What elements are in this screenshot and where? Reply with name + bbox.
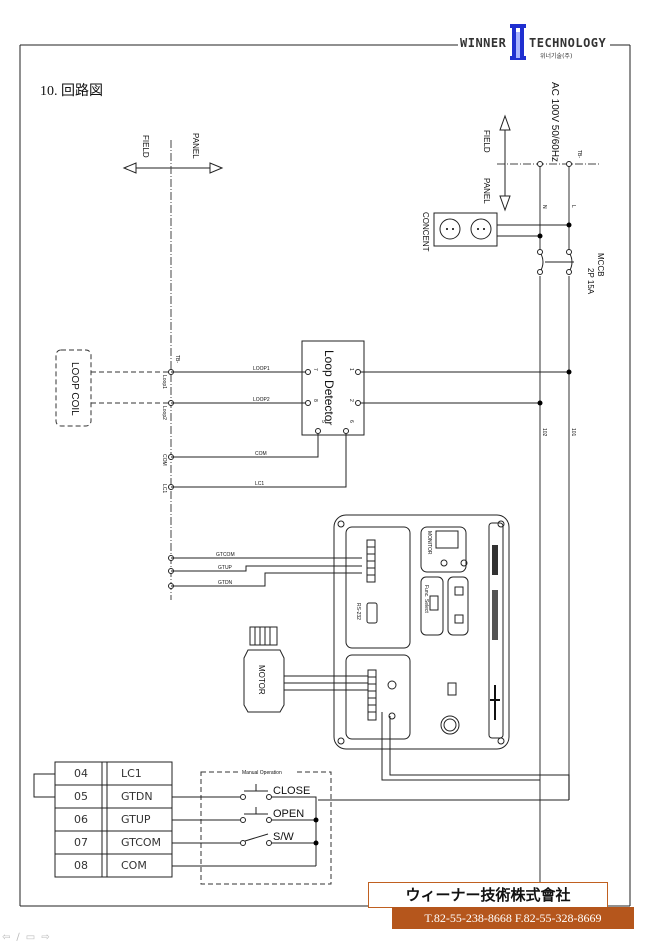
row-number: 04	[74, 767, 88, 780]
loop-detector-title: Loop Detector	[322, 350, 336, 425]
pin-6: 6	[348, 420, 354, 423]
wire-lc1: LC1	[255, 481, 264, 487]
back-arrow-icon[interactable]: ⇦	[2, 932, 17, 943]
pen-icon[interactable]: ∕	[16, 932, 26, 943]
wire-loop2: LOOP2	[253, 397, 270, 403]
terminal-loop2: Loop2	[161, 406, 167, 420]
loop-coil-label: LOOP COIL	[69, 362, 80, 416]
forward-arrow-icon[interactable]: ⇨	[41, 932, 56, 943]
mccb-label: MCCB	[596, 253, 605, 277]
seven-segment-display	[435, 530, 459, 549]
switch-sw-label: S/W	[273, 831, 294, 843]
loop-detector: Loop Detector 7 8 1 2 5 6 LOOP1 LOOP2 CO…	[171, 340, 572, 488]
tb-label: TB-	[174, 355, 180, 363]
pin-8: 8	[312, 399, 318, 402]
logo-text-left: WINNER	[460, 36, 507, 50]
wire-gtup: GTUP	[218, 565, 233, 571]
company-name: ウィーナー技術株式會社	[368, 882, 608, 908]
row-signal: GTUP	[121, 813, 151, 826]
table-row: 06 GTUP	[55, 809, 172, 831]
terminal-table	[33, 761, 173, 878]
wire-101-label: 101	[570, 428, 576, 437]
table-row: 04 LC1	[55, 763, 172, 785]
n-label: N	[541, 205, 547, 209]
terminal-lc1: LC1	[161, 484, 167, 493]
company-contact: T.82-55-238-8668 F.82-55-328-8669	[392, 907, 634, 929]
page-frame	[19, 44, 631, 907]
table-row: 05 GTDN	[55, 786, 172, 808]
row-number: 07	[74, 836, 88, 849]
wire-gtcom: GTCOM	[216, 552, 235, 558]
row-signal: GTCOM	[121, 836, 162, 849]
motor-label: MOTOR	[257, 665, 266, 695]
row-signal: LC1	[121, 767, 142, 780]
table-row: 07 GTCOM	[55, 832, 172, 854]
power-panel-label: PANEL	[482, 178, 491, 204]
controller-board: RS-232 MONITOR Func. Select	[333, 514, 510, 750]
logo-subtitle: 위너기술(주)	[540, 53, 573, 60]
pin-5: 5	[320, 420, 326, 423]
motor: MOTOR	[243, 626, 368, 713]
row-number: 08	[74, 859, 88, 872]
manual-operation-title: Manual Operation	[242, 770, 282, 776]
gate-wires: GTCOM GTUP GTDN	[171, 552, 362, 587]
logo-mark-icon	[510, 24, 526, 60]
wire-loop1: LOOP1	[253, 366, 270, 372]
wire-com: COM	[255, 451, 267, 457]
rs232-connector	[366, 602, 378, 624]
pin-1: 1	[348, 368, 354, 371]
rs232-label: RS-232	[355, 603, 361, 620]
power-field-label: FIELD	[482, 130, 491, 153]
terminal-loop1: Loop1	[161, 375, 167, 389]
switch-open-label: OPEN	[273, 808, 304, 820]
loop-coil: LOOP COIL	[55, 349, 171, 427]
section-title: 10. 回路図	[40, 84, 103, 99]
power-section: FIELD PANEL AC 100V 50/60Hz TB- N L CONC…	[421, 82, 605, 900]
logo-text-right: TECHNOLOGY	[529, 36, 607, 50]
wire-102-label: 102	[541, 428, 547, 437]
panel-label: PANEL	[191, 133, 200, 159]
slide-icon[interactable]: ▭	[25, 932, 42, 943]
field-label: FIELD	[141, 135, 150, 158]
row-number: 06	[74, 813, 88, 826]
slide-nav: ⇦∕▭⇨	[2, 932, 56, 943]
concent-outlet	[433, 212, 498, 247]
func-select-label: Func. Select	[423, 585, 429, 613]
row-signal: GTDN	[121, 790, 153, 803]
monitor-label: MONITOR	[426, 531, 432, 555]
terminal-com: COM	[161, 454, 167, 466]
wire-gtdn: GTDN	[218, 580, 233, 586]
mccb-rating: 2P 15A	[586, 268, 595, 295]
l-label: L	[570, 205, 576, 208]
pin-7: 7	[312, 368, 318, 371]
switch-close-label: CLOSE	[273, 785, 310, 797]
row-signal: COM	[121, 859, 147, 872]
table-row: 08 COM	[55, 855, 172, 877]
pin-2: 2	[348, 399, 354, 402]
manual-operation-box: Manual Operation CLOSE OPEN S/W	[172, 768, 332, 885]
reset-button-symbol	[440, 715, 460, 735]
field-panel-arrow-left: FIELD PANEL	[122, 133, 224, 174]
power-tb-label: TB-	[576, 150, 582, 158]
ac-supply-label: AC 100V 50/60Hz	[549, 82, 560, 162]
row-number: 05	[74, 790, 88, 803]
concent-label: CONCENT	[421, 212, 430, 252]
